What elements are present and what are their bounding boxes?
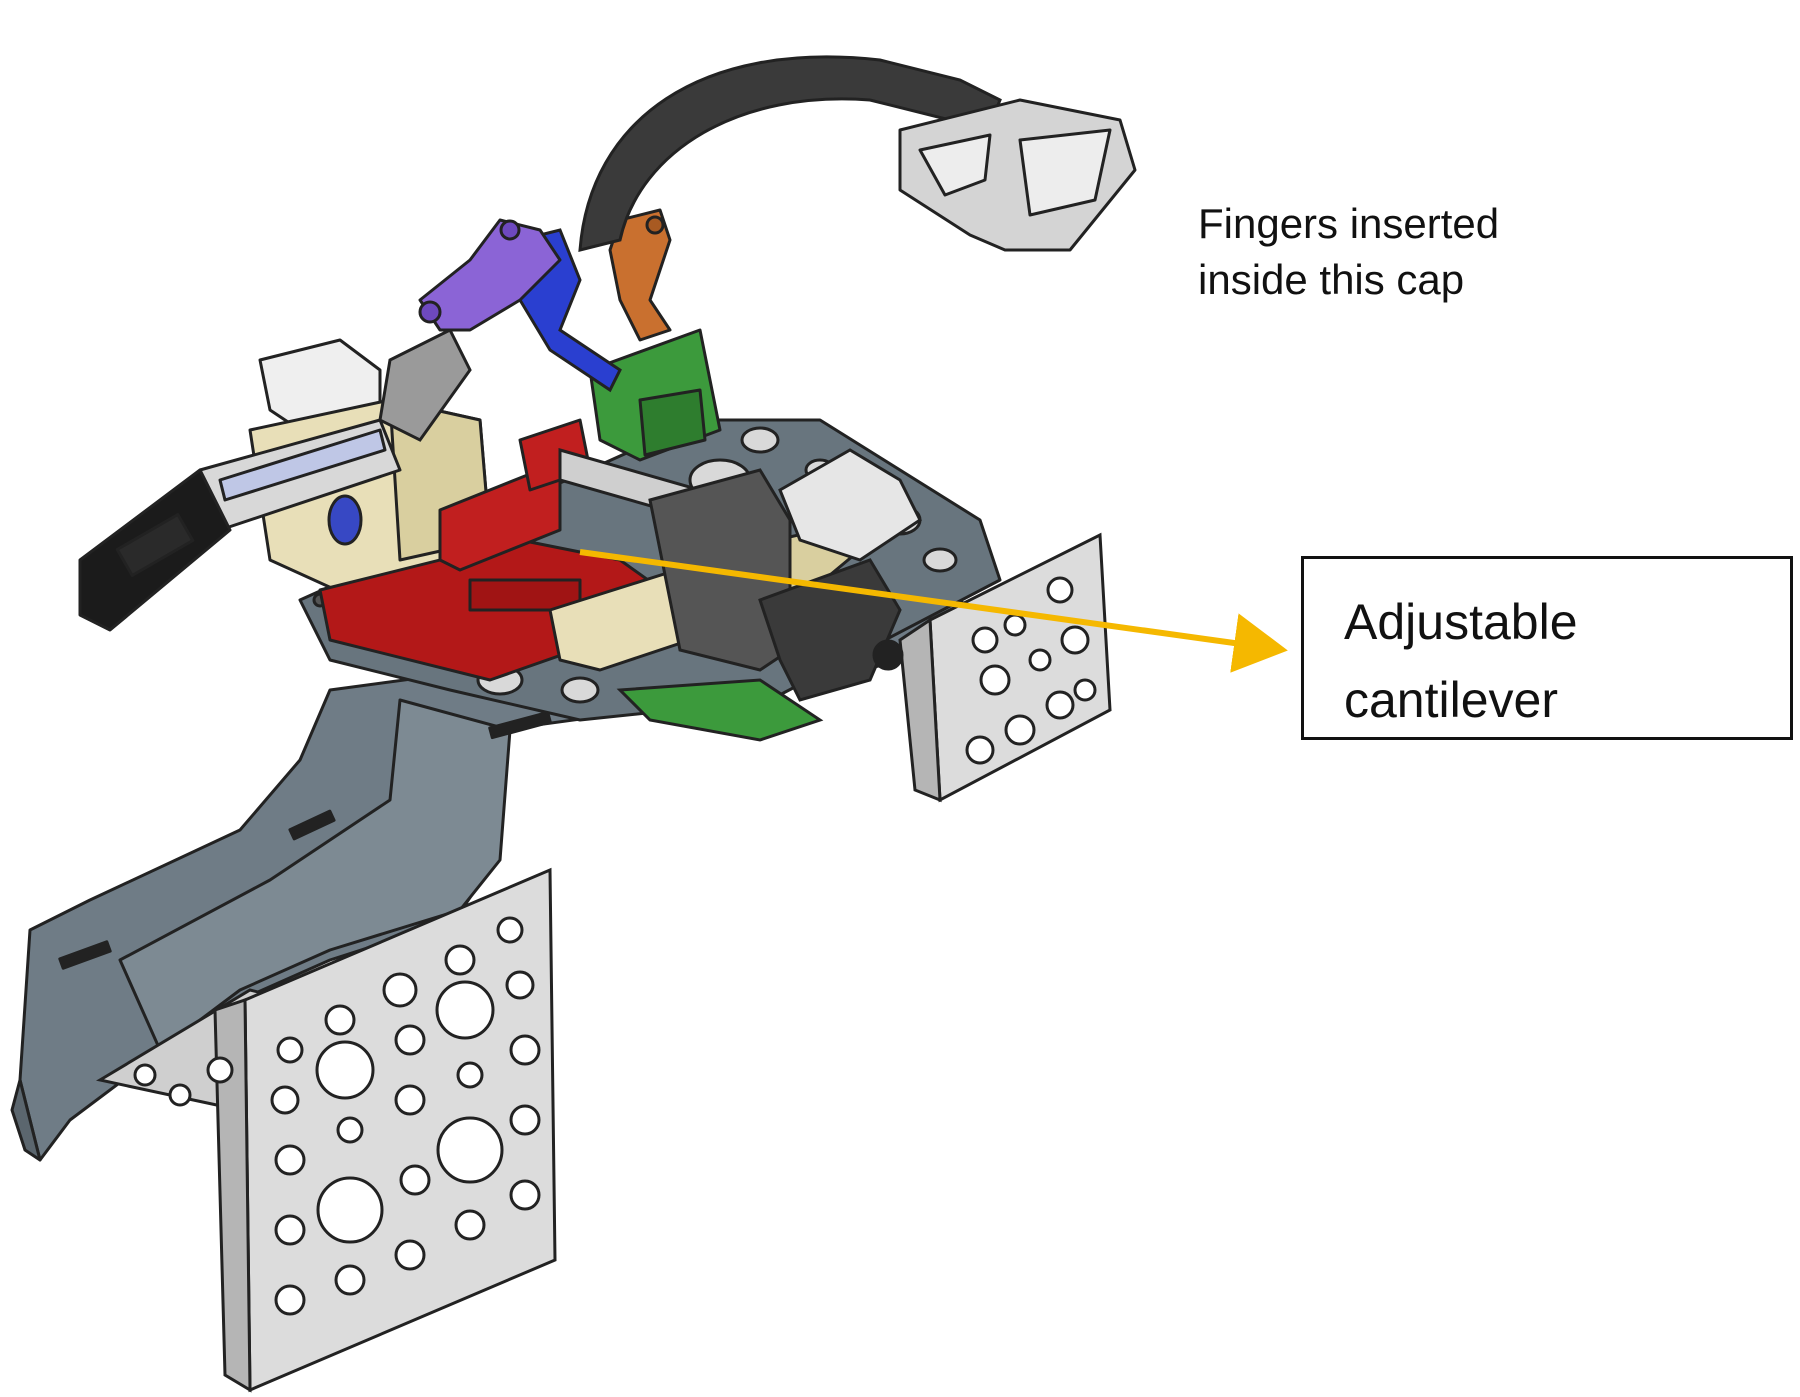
callout-arrow — [579, 549, 1288, 673]
cantilever-callout-box: Adjustable cantilever — [1301, 556, 1793, 740]
green-lower-clip — [616, 678, 824, 742]
linear-actuator — [78, 418, 402, 632]
gray-lever-arm — [378, 327, 472, 442]
white-side-plate — [778, 448, 922, 562]
lower-perforated-plate — [95, 867, 557, 1393]
right-perforated-plate — [898, 532, 1112, 803]
cap-callout-label: Fingers inserted inside this cap — [1198, 200, 1500, 303]
flex-cable — [578, 55, 1002, 252]
finger-cap — [898, 98, 1137, 252]
orange-linkage — [608, 208, 672, 342]
green-bracket — [588, 328, 722, 462]
purple-linkage — [418, 218, 562, 332]
cantilever-callout-label: Adjustable cantilever — [1344, 594, 1578, 728]
